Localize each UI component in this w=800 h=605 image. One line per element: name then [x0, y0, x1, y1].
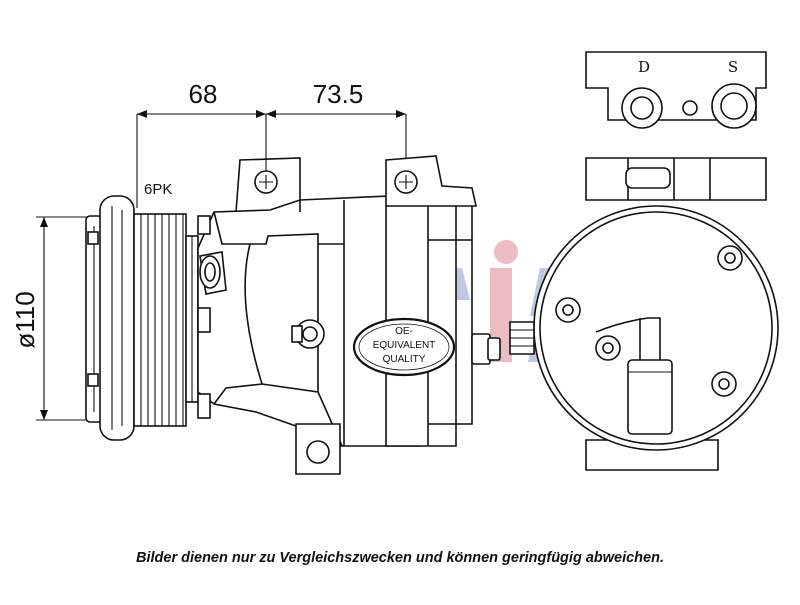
badge-line-2: EQUIVALENT: [373, 340, 436, 351]
port-label-suction: S: [728, 58, 738, 76]
dimension-lines: [36, 110, 407, 421]
compressor-body-side: [197, 155, 501, 475]
dim-width-left: 68: [189, 79, 218, 109]
port-label-discharge: D: [638, 58, 650, 76]
badge-line-3: QUALITY: [383, 354, 426, 365]
clutch-connector: [199, 251, 227, 295]
compressor-rear-view: [509, 157, 779, 471]
mount-bolts-side: [197, 215, 325, 419]
badge-line-1: OE-: [395, 326, 413, 337]
belt-profile-label: 6PK: [144, 181, 172, 198]
pulley-clutch: [85, 195, 199, 441]
port-detail: [585, 51, 767, 129]
belt-grooves: [140, 214, 184, 426]
disclaimer-caption: Bilder dienen nur zu Vergleichszwecken u…: [136, 550, 664, 566]
dim-pulley-diameter: ø110: [10, 291, 40, 348]
dim-width-right: 73.5: [313, 79, 364, 109]
oe-quality-badge: [352, 317, 456, 377]
